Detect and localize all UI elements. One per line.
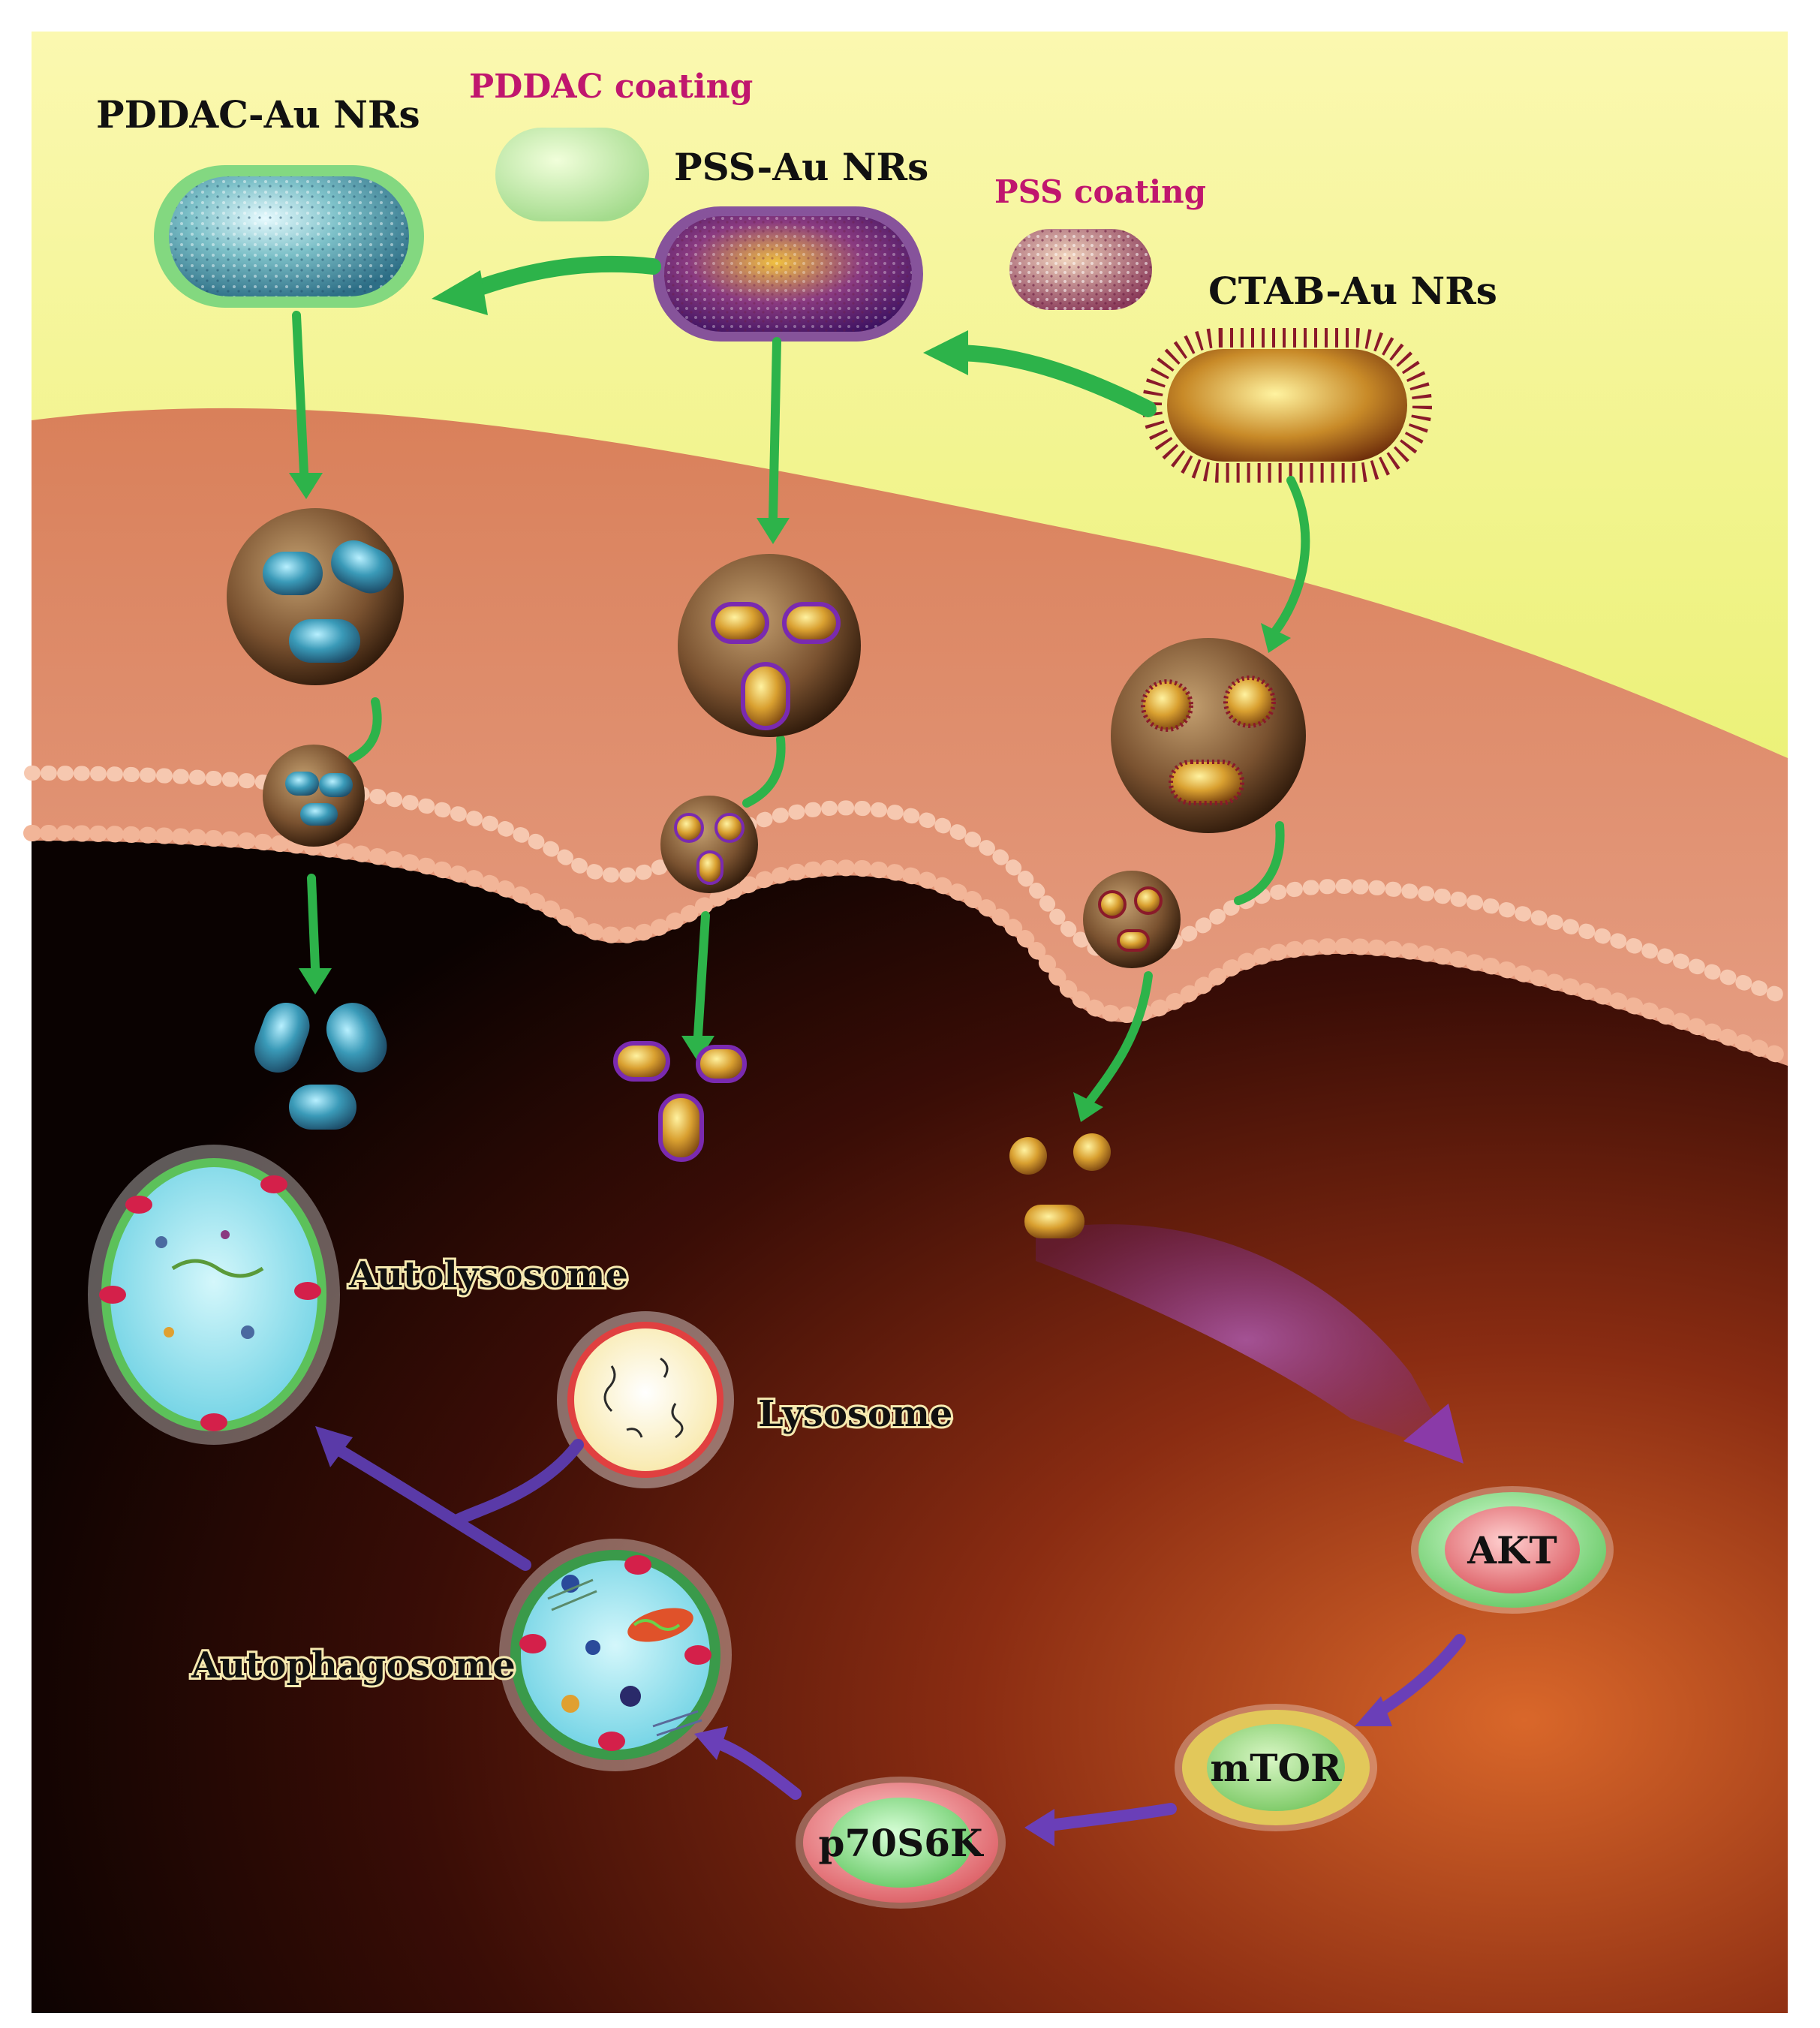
lysosome-label: Lysosome bbox=[758, 1393, 952, 1435]
akt-node bbox=[1411, 1486, 1614, 1614]
pss-coating-pill bbox=[1009, 229, 1152, 310]
signal-beam bbox=[1036, 1224, 1456, 1456]
pss-endosome-small bbox=[660, 796, 758, 893]
fusion-arrow bbox=[315, 1426, 584, 1571]
pss-released-rods bbox=[613, 1041, 747, 1162]
uptake-arrowheads bbox=[289, 473, 1291, 1122]
pss-au-nr bbox=[653, 206, 923, 342]
pss-au-nrs-label: PSS-Au NRs bbox=[674, 145, 928, 189]
pddac-endosome-small bbox=[263, 745, 365, 847]
beam-arrowhead bbox=[1403, 1404, 1464, 1464]
pddac-coating-label: PDDAC coating bbox=[469, 68, 753, 106]
pddac-released-rods bbox=[254, 1002, 387, 1130]
autolysosome-label: Autolysosome bbox=[348, 1254, 628, 1296]
pddac-coating-pill bbox=[495, 128, 649, 221]
pddac-au-nr bbox=[154, 165, 424, 308]
autophagosome-label: Autophagosome bbox=[191, 1644, 516, 1686]
mtor-label: mTOR bbox=[1210, 1746, 1342, 1790]
autophagosome bbox=[499, 1539, 732, 1771]
uptake-arrows bbox=[292, 311, 1310, 1108]
p70s6k-node bbox=[796, 1777, 1006, 1909]
p70s6k-label: p70S6K bbox=[819, 1821, 984, 1865]
pss-endosome-large bbox=[678, 554, 861, 737]
pddac-au-nrs-label: PDDAC-Au NRs bbox=[96, 92, 420, 137]
mtor-node bbox=[1175, 1704, 1377, 1831]
pddac-endosome-large bbox=[227, 508, 404, 685]
ctab-endosome-large bbox=[1111, 638, 1306, 833]
ctab-au-nrs-label: CTAB-Au NRs bbox=[1208, 269, 1497, 313]
akt-label: AKT bbox=[1467, 1528, 1557, 1572]
ctab-endosome-small bbox=[1083, 871, 1181, 968]
ctab-released-rods bbox=[1009, 1133, 1111, 1238]
pathway-arrowheads bbox=[694, 1696, 1392, 1846]
lysosome bbox=[557, 1311, 734, 1488]
pss-coating-label: PSS coating bbox=[994, 173, 1206, 210]
coating-arrows bbox=[432, 255, 1157, 417]
autolysosome bbox=[88, 1145, 340, 1445]
ctab-au-nr bbox=[1142, 328, 1432, 483]
